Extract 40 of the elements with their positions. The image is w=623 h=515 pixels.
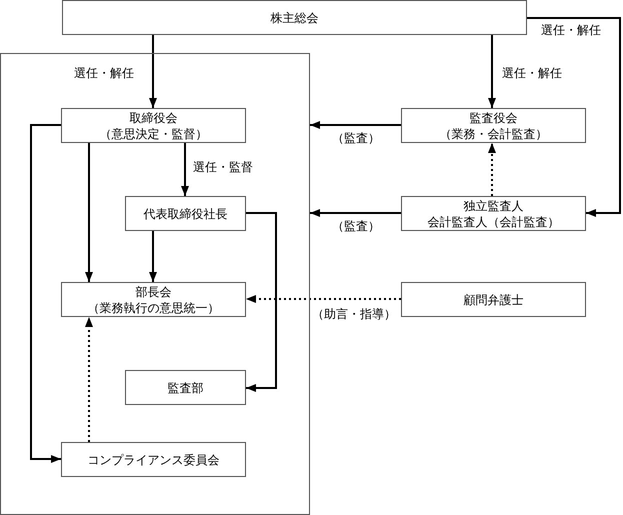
box-subtitle: （業務・会計監査）: [440, 126, 548, 142]
box-subtitle: （業務執行の意思統一）: [88, 300, 220, 316]
arrow: [310, 209, 401, 217]
box-title: 取締役会: [130, 110, 178, 126]
arrow: [149, 35, 157, 108]
arrow: [488, 143, 496, 196]
arrow: [149, 231, 157, 282]
arrow: [527, 17, 621, 217]
arrow: [181, 143, 189, 196]
edge-label: 選任・解任: [540, 23, 602, 37]
org-box: [61, 108, 246, 143]
box-title: 株主総会: [270, 10, 318, 26]
edge-label: 選任・解任: [501, 66, 563, 80]
arrow: [246, 212, 277, 392]
arrow: [246, 295, 401, 303]
arrow: [488, 35, 496, 108]
company-frame: [0, 53, 310, 515]
edge-label: 選任・解任: [73, 66, 135, 80]
box-subtitle: 会計監査人（会計監査）: [428, 214, 560, 230]
box-subtitle: （意思決定・監督）: [100, 126, 208, 142]
arrow: [85, 317, 93, 442]
arrow: [30, 124, 61, 463]
org-box: [401, 282, 586, 317]
org-box: [61, 442, 246, 477]
box-title: 監査部: [168, 380, 204, 396]
org-box: [125, 196, 246, 231]
arrow: [310, 121, 401, 129]
box-title: 部長会: [136, 284, 172, 300]
box-title: コンプライアンス委員会: [88, 452, 220, 468]
org-box: [401, 108, 586, 143]
org-box: [125, 370, 246, 405]
box-title: 代表取締役社長: [144, 206, 228, 222]
org-box: [401, 196, 586, 231]
box-title: 監査役会: [470, 110, 518, 126]
arrow: [85, 143, 93, 282]
box-title: 顧問弁護士: [464, 292, 524, 308]
org-box: [61, 282, 246, 317]
edge-label: 選任・監督: [192, 160, 254, 174]
box-title: 独立監査人: [464, 198, 524, 214]
org-box: [62, 0, 527, 35]
